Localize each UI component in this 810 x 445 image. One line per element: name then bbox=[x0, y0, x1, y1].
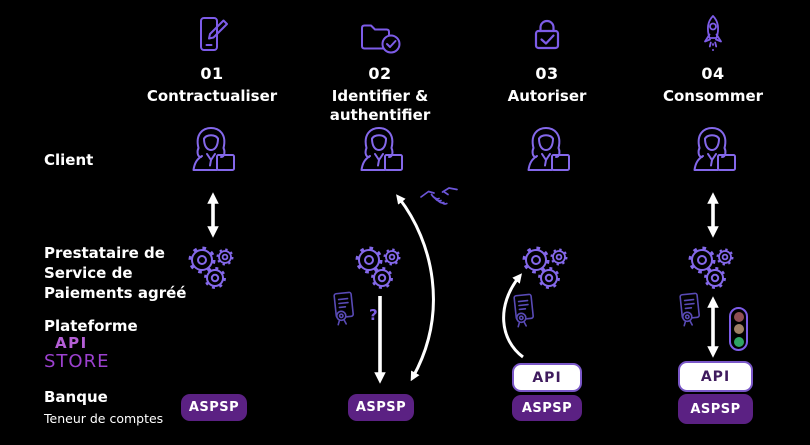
step-label: Consommer bbox=[662, 87, 764, 105]
lock-check-icon bbox=[472, 12, 622, 60]
client-at-laptop-icon bbox=[352, 124, 408, 174]
gears-icon bbox=[687, 244, 739, 294]
row-label-client: Client bbox=[44, 151, 94, 169]
rocket-icon bbox=[638, 12, 788, 60]
question-mark: ? bbox=[369, 306, 378, 324]
traffic-green-dot bbox=[733, 336, 744, 347]
psp-line-1: Prestataire de bbox=[44, 244, 165, 262]
logo-api-text: API bbox=[55, 334, 88, 352]
traffic-amber-dot bbox=[733, 324, 744, 334]
step-3-header: 03 Autoriser bbox=[472, 12, 622, 106]
certificate-icon bbox=[511, 292, 537, 328]
row-label-platform: Plateforme bbox=[44, 317, 138, 335]
gears-icon bbox=[187, 244, 239, 294]
api-box: API bbox=[678, 361, 753, 392]
traffic-light-icon bbox=[729, 307, 748, 351]
aspsp-box: ASPSP bbox=[512, 395, 582, 421]
api-box: API bbox=[512, 363, 582, 392]
gears-icon bbox=[521, 244, 573, 294]
smartphone-sign-icon bbox=[137, 12, 287, 60]
row-label-psp: Prestataire de Service de Paiements agré… bbox=[44, 243, 186, 303]
step-1-header: 01 Contractualiser bbox=[137, 12, 287, 106]
aspsp-box: ASPSP bbox=[678, 394, 753, 424]
client-at-laptop-icon bbox=[184, 124, 240, 174]
handshake-icon bbox=[419, 183, 459, 211]
step-number: 02 bbox=[368, 64, 392, 83]
step-4-header: 04 Consommer bbox=[638, 12, 788, 106]
bank-title: Banque bbox=[44, 388, 108, 406]
step-number: 04 bbox=[701, 64, 725, 83]
step-number: 03 bbox=[535, 64, 559, 83]
logo-store-text: STORE bbox=[44, 351, 110, 372]
step-label: Autoriser bbox=[507, 87, 587, 105]
traffic-red-dot bbox=[733, 311, 744, 322]
certificate-icon bbox=[677, 291, 703, 327]
gears-icon bbox=[354, 244, 406, 294]
psp-line-2: Service de bbox=[44, 264, 133, 282]
step-label: Contractualiser bbox=[146, 87, 278, 105]
api-store-logo: API STORE bbox=[44, 334, 109, 372]
aspsp-box: ASPSP bbox=[181, 394, 247, 421]
row-label-bank: Banque Teneur de comptes bbox=[44, 387, 163, 429]
psp-line-3: Paiements agréé bbox=[44, 284, 187, 302]
folder-check-icon bbox=[305, 12, 455, 60]
bank-subtitle: Teneur de comptes bbox=[44, 411, 164, 426]
client-at-laptop-icon bbox=[685, 124, 741, 174]
step-number: 01 bbox=[200, 64, 224, 83]
step-label: Identifier & authentifier bbox=[329, 87, 431, 124]
aspsp-box: ASPSP bbox=[348, 394, 414, 421]
certificate-icon bbox=[331, 290, 357, 326]
step-2-header: 02 Identifier & authentifier bbox=[305, 12, 455, 125]
client-at-laptop-icon bbox=[519, 124, 575, 174]
